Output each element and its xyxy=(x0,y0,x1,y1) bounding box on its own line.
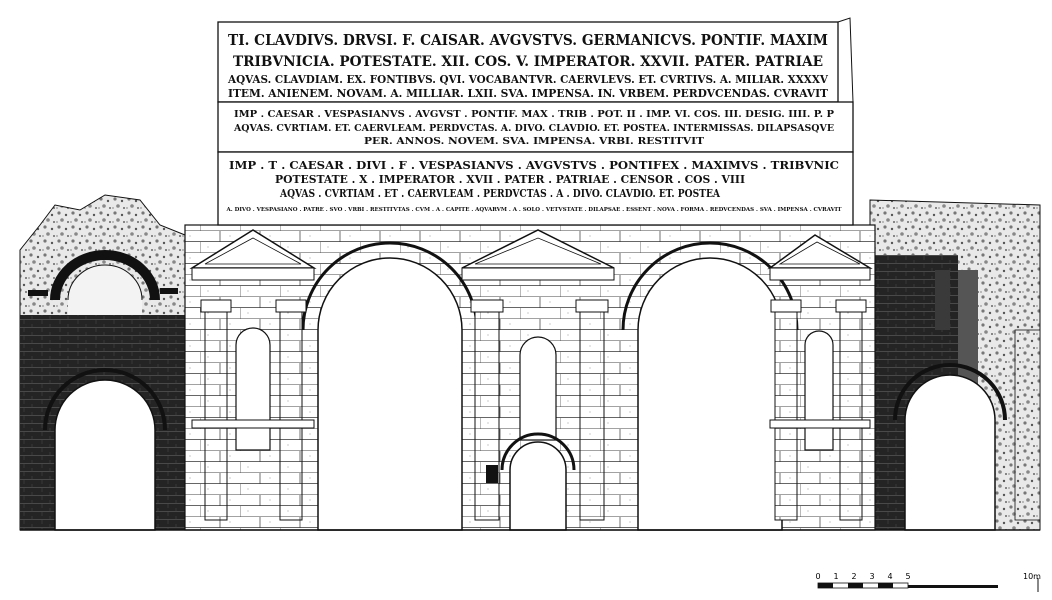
main-arches xyxy=(301,241,799,531)
inscription-titus-line-1: IMP . T . CAESAR . DIVI . F . VESPASIANV… xyxy=(229,159,839,172)
inscription-claudius-line-2: TRIBVNICIA. POTESTATE. XII. COS. V. IMPE… xyxy=(233,54,823,70)
aedicule-left xyxy=(189,229,317,521)
scale-tick-1: 1 xyxy=(833,572,838,581)
scale-tick-5: 5 xyxy=(905,572,910,581)
aedicule-right xyxy=(767,234,873,521)
inscription-claudius-line-4: ITEM. ANIENEM. NOVAM. A. MILLIAR. LXII. … xyxy=(228,87,829,100)
attic xyxy=(217,17,854,226)
aedicule-center xyxy=(461,229,615,531)
scale-tick-4: 4 xyxy=(887,572,892,581)
inscription-claudius-line-1: TI. CLAVDIVS. DRVSI. F. CAISAR. AVGVSTVS… xyxy=(228,31,828,49)
inscription-titus-line-2: POTESTATE . X . IMPERATOR . XVII . PATER… xyxy=(275,173,745,186)
right-ruin-wing xyxy=(869,199,1041,531)
left-ruin-wing xyxy=(19,194,186,531)
inscription-titus-line-4: A. DIVO . VESPASIANO . PATRE . SVO . VRB… xyxy=(226,207,843,213)
scale-end-label: 10m xyxy=(1023,572,1041,581)
inscription-vespasian-line-1: IMP . CAESAR . VESPASIANVS . AVGVST . PO… xyxy=(234,109,834,120)
scale-tick-3: 3 xyxy=(869,572,874,581)
scale-tick-2: 2 xyxy=(851,572,856,581)
scale-bar: 0 1 2 3 4 5 10m xyxy=(815,572,1041,592)
inscription-vespasian: IMP . CAESAR . VESPASIANVS . AVGVST . PO… xyxy=(233,109,834,147)
inscription-vespasian-line-2: AQVAS. CVRTIAM. ET. CAERVLEAM. PERDVCTAS… xyxy=(233,123,834,134)
inscription-claudius-line-3: AQVAS. CLAVDIAM. EX. FONTIBVS. QVI. VOCA… xyxy=(227,73,828,86)
scale-tick-0: 0 xyxy=(815,572,820,581)
inscription-claudius: TI. CLAVDIVS. DRVSI. F. CAISAR. AVGVSTVS… xyxy=(227,31,829,100)
inscription-vespasian-line-3: PER. ANNOS. NOVEM. SVA. IMPENSA. VRBI. R… xyxy=(364,136,704,147)
inscription-titus: IMP . T . CAESAR . DIVI . F . VESPASIANV… xyxy=(226,159,843,213)
inscription-titus-line-3: AQVAS . CVRTIAM . ET . CAERVLEAM . PERDV… xyxy=(279,187,720,200)
